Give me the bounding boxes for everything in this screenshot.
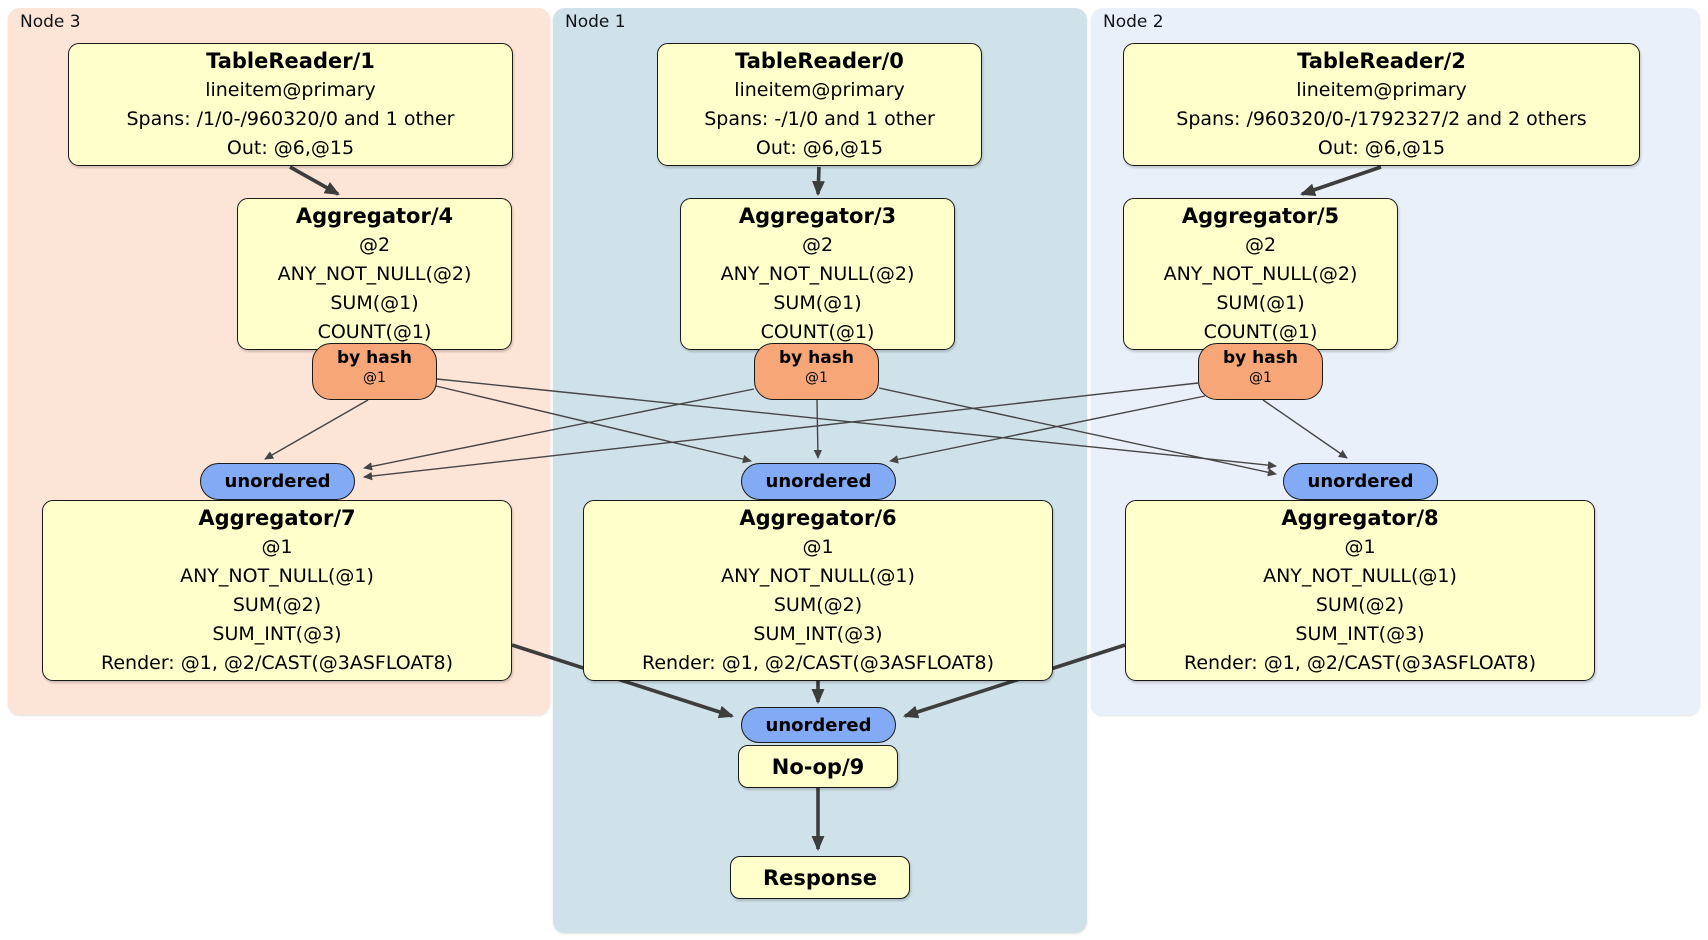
processor-title: Aggregator/5 bbox=[1181, 204, 1340, 228]
processor-title: Aggregator/8 bbox=[1281, 506, 1439, 530]
processor-title: Response bbox=[762, 865, 878, 890]
processor-tablereader-2: TableReader/2 lineitem@primary Spans: /9… bbox=[1123, 43, 1640, 166]
processor-detail: Render: @1, @2/CAST(@3ASFLOAT8) bbox=[101, 652, 453, 674]
processor-detail: @2 bbox=[801, 234, 834, 256]
processor-aggregator-6: Aggregator/6 @1 ANY_NOT_NULL(@1) SUM(@2)… bbox=[583, 500, 1053, 681]
processor-title: TableReader/1 bbox=[206, 49, 375, 73]
processor-detail: ANY_NOT_NULL(@1) bbox=[1263, 565, 1457, 587]
processor-detail: SUM_INT(@3) bbox=[1295, 623, 1425, 645]
node-region-label: Node 1 bbox=[565, 12, 626, 32]
processor-title: TableReader/2 bbox=[1297, 49, 1466, 73]
processor-detail: SUM(@2) bbox=[232, 594, 322, 616]
processor-detail: Render: @1, @2/CAST(@3ASFLOAT8) bbox=[1184, 652, 1536, 674]
router-by-hash-right: by hash @1 bbox=[1198, 343, 1323, 400]
processor-detail: COUNT(@1) bbox=[760, 321, 875, 343]
processor-detail: ANY_NOT_NULL(@2) bbox=[1163, 263, 1358, 285]
processor-detail: ANY_NOT_NULL(@2) bbox=[277, 263, 472, 285]
processor-detail: Out: @6,@15 bbox=[1317, 137, 1446, 159]
processor-detail: lineitem@primary bbox=[734, 79, 905, 101]
node-region-label: Node 3 bbox=[20, 12, 81, 32]
processor-detail: Out: @6,@15 bbox=[226, 137, 355, 159]
processor-title: TableReader/0 bbox=[735, 49, 904, 73]
processor-response: Response bbox=[730, 856, 910, 899]
processor-detail: @1 bbox=[802, 536, 834, 558]
sync-unordered-center: unordered bbox=[741, 463, 896, 500]
sync-label: unordered bbox=[224, 471, 331, 492]
processor-title: Aggregator/7 bbox=[198, 506, 356, 530]
processor-title: No-op/9 bbox=[771, 754, 865, 779]
router-label: by hash bbox=[779, 348, 854, 368]
sync-label: unordered bbox=[765, 714, 872, 736]
node-region-label: Node 2 bbox=[1103, 12, 1164, 32]
processor-aggregator-4: Aggregator/4 @2 ANY_NOT_NULL(@2) SUM(@1)… bbox=[237, 198, 512, 350]
router-label: by hash bbox=[337, 348, 412, 368]
sync-unordered-left: unordered bbox=[200, 463, 355, 500]
processor-detail: @1 bbox=[261, 536, 293, 558]
processor-detail: SUM_INT(@3) bbox=[212, 623, 342, 645]
processor-detail: Spans: /1/0-/960320/0 and 1 other bbox=[126, 108, 455, 130]
processor-detail: SUM(@1) bbox=[773, 292, 862, 314]
processor-aggregator-8: Aggregator/8 @1 ANY_NOT_NULL(@1) SUM(@2)… bbox=[1125, 500, 1595, 681]
processor-detail: lineitem@primary bbox=[205, 79, 376, 101]
sync-label: unordered bbox=[765, 471, 872, 492]
router-key: @1 bbox=[1249, 370, 1272, 386]
router-by-hash-left: by hash @1 bbox=[312, 343, 437, 400]
sync-unordered-right: unordered bbox=[1283, 463, 1438, 500]
processor-detail: @2 bbox=[358, 234, 391, 256]
processor-detail: Spans: /960320/0-/1792327/2 and 2 others bbox=[1176, 108, 1587, 130]
processor-noop: No-op/9 bbox=[738, 745, 898, 788]
router-key: @1 bbox=[805, 370, 828, 386]
processor-detail: Out: @6,@15 bbox=[755, 137, 884, 159]
processor-tablereader-0: TableReader/0 lineitem@primary Spans: -/… bbox=[657, 43, 982, 166]
processor-detail: SUM(@1) bbox=[330, 292, 419, 314]
processor-detail: @1 bbox=[1344, 536, 1376, 558]
processor-title: Aggregator/6 bbox=[739, 506, 897, 530]
processor-detail: lineitem@primary bbox=[1296, 79, 1467, 101]
processor-detail: SUM(@1) bbox=[1216, 292, 1305, 314]
processor-title: Aggregator/4 bbox=[295, 204, 454, 228]
processor-detail: SUM(@2) bbox=[1315, 594, 1405, 616]
processor-detail: COUNT(@1) bbox=[317, 321, 432, 343]
router-label: by hash bbox=[1223, 348, 1298, 368]
sync-label: unordered bbox=[1307, 471, 1414, 492]
processor-aggregator-7: Aggregator/7 @1 ANY_NOT_NULL(@1) SUM(@2)… bbox=[42, 500, 512, 681]
processor-detail: ANY_NOT_NULL(@1) bbox=[180, 565, 374, 587]
processor-detail: @2 bbox=[1244, 234, 1277, 256]
processor-tablereader-1: TableReader/1 lineitem@primary Spans: /1… bbox=[68, 43, 513, 166]
processor-aggregator-5: Aggregator/5 @2 ANY_NOT_NULL(@2) SUM(@1)… bbox=[1123, 198, 1398, 350]
processor-detail: SUM_INT(@3) bbox=[753, 623, 883, 645]
processor-aggregator-3: Aggregator/3 @2 ANY_NOT_NULL(@2) SUM(@1)… bbox=[680, 198, 955, 350]
processor-detail: ANY_NOT_NULL(@2) bbox=[720, 263, 915, 285]
processor-detail: Render: @1, @2/CAST(@3ASFLOAT8) bbox=[642, 652, 994, 674]
router-by-hash-center: by hash @1 bbox=[754, 343, 879, 400]
sync-unordered-final: unordered bbox=[741, 707, 896, 743]
processor-detail: Spans: -/1/0 and 1 other bbox=[704, 108, 935, 130]
router-key: @1 bbox=[363, 370, 386, 386]
processor-title: Aggregator/3 bbox=[738, 204, 897, 228]
processor-detail: SUM(@2) bbox=[773, 594, 863, 616]
processor-detail: ANY_NOT_NULL(@1) bbox=[721, 565, 915, 587]
processor-detail: COUNT(@1) bbox=[1203, 321, 1318, 343]
